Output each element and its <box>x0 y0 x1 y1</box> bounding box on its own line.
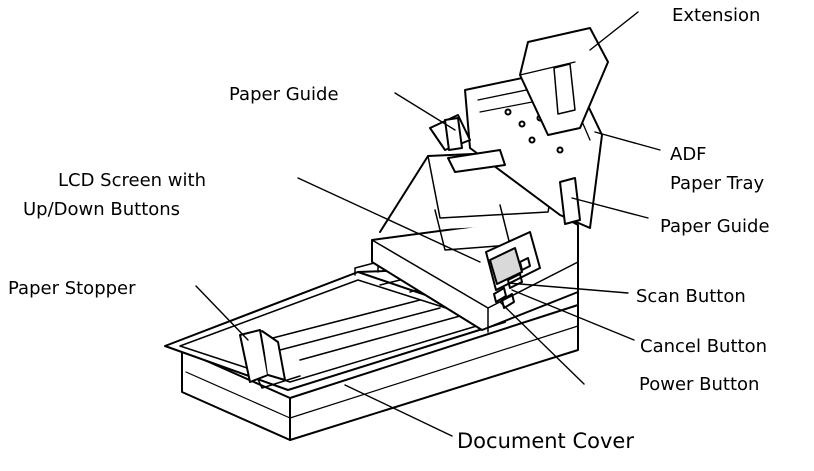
label-scan-button: Scan Button <box>636 286 746 307</box>
label-cancel-button: Cancel Button <box>640 336 767 357</box>
leader-paper-guide-top <box>394 92 456 131</box>
label-paper-guide-right: Paper Guide <box>660 216 770 237</box>
control-panel <box>485 231 541 309</box>
leader-lcd <box>297 177 481 263</box>
paper-guides <box>444 117 581 225</box>
leader-document-cover <box>344 384 453 437</box>
paper-stopper-part <box>239 329 286 383</box>
label-power-button: Power Button <box>639 374 760 395</box>
tray-extension <box>519 27 609 136</box>
leader-paper-stopper <box>195 285 249 341</box>
label-lcd-line1: LCD Screen with <box>58 170 206 191</box>
label-adf-line1: ADF <box>670 144 707 165</box>
leader-cancel <box>511 289 635 341</box>
label-paper-stopper: Paper Stopper <box>8 278 136 299</box>
leader-extension <box>589 11 639 51</box>
label-paper-guide-top: Paper Guide <box>229 84 339 105</box>
leader-lines <box>195 11 661 437</box>
label-lcd-line2: Up/Down Buttons <box>23 199 181 220</box>
leader-power <box>499 301 585 385</box>
label-extension: Extension <box>672 5 761 26</box>
label-document-cover: Document Cover <box>457 429 634 453</box>
leader-scan <box>507 282 629 294</box>
leader-paper-guide-right <box>571 197 649 219</box>
label-adf-line2: Paper Tray <box>670 173 765 194</box>
leader-adf-tray <box>594 131 661 151</box>
